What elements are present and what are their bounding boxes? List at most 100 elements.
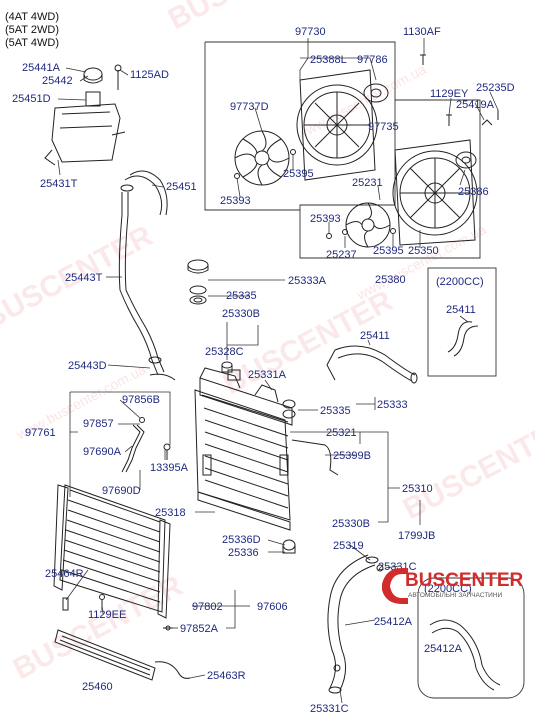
small-fan-shroud xyxy=(296,69,378,181)
receiver-drier xyxy=(54,629,191,681)
callout-25395-b: 25395 xyxy=(373,245,404,257)
fan-assembly-box xyxy=(204,41,481,259)
variant-note-4at-4wd: (4AT 4WD) xyxy=(5,11,59,23)
logo-wordmark: BUSCENTER xyxy=(405,570,524,591)
callout-25388L: 25388L xyxy=(310,54,347,66)
callout-25321: 25321 xyxy=(326,427,357,439)
fan-screws xyxy=(234,54,499,239)
callout-1130AF: 1130AF xyxy=(403,26,441,38)
radiator-side-pipe xyxy=(291,439,339,476)
callout-25330B-top: 25330B xyxy=(222,308,260,320)
leader-lines xyxy=(57,38,499,704)
overflow-hose xyxy=(118,170,176,381)
condenser-brackets xyxy=(62,594,105,611)
watermark-url-3: www.buscenter.com.ua xyxy=(353,221,489,303)
callout-25331A: 25331A xyxy=(248,369,287,381)
variant-note-5at-4wd: (5AT 4WD) xyxy=(5,37,59,49)
callout-25237: 25237 xyxy=(326,249,357,261)
callout-97737D: 97737D xyxy=(230,101,269,113)
callout-25419A: 25419A xyxy=(456,99,495,111)
upper-radiator-hose xyxy=(326,345,418,384)
callout-97606: 97606 xyxy=(257,601,288,613)
small-fan-blade xyxy=(234,130,290,186)
inset-2200cc-lower-hose xyxy=(417,577,525,699)
callout-25336: 25336 xyxy=(228,547,259,559)
callout-25350: 25350 xyxy=(408,245,439,257)
callout-25328C: 25328C xyxy=(205,346,244,358)
callout-1125AD: 1125AD xyxy=(130,69,169,81)
callout-1129EE: 1129EE xyxy=(88,609,126,621)
callout-25393-a: 25393 xyxy=(220,195,251,207)
condenser-core xyxy=(53,484,171,619)
callout-25443T: 25443T xyxy=(65,272,103,284)
callout-inset-2200cc-upper: (2200CC) xyxy=(436,276,484,288)
radiator-cap-seals xyxy=(189,285,207,305)
callout-97730: 97730 xyxy=(295,26,326,38)
inset-2200cc-upper-hose xyxy=(427,267,497,377)
callout-25399B: 25399B xyxy=(333,450,371,462)
small-fan-motor xyxy=(363,83,389,103)
large-fan-motor xyxy=(455,151,477,169)
callout-25335-b: 25335 xyxy=(320,405,351,417)
radiator-upper-tank xyxy=(199,367,279,403)
callout-97786: 97786 xyxy=(357,54,388,66)
callout-25451: 25451 xyxy=(166,181,197,193)
callout-25464R: 25464R xyxy=(45,568,84,580)
large-fan-blade xyxy=(345,202,391,248)
callout-25319: 25319 xyxy=(333,540,364,552)
lower-radiator-hose xyxy=(327,554,384,694)
callout-25386: 25386 xyxy=(458,186,489,198)
callout-inset-2200cc-lower: (2200CC) xyxy=(424,583,472,595)
callout-25318: 25318 xyxy=(155,507,186,519)
callout-1799JB: 1799JB xyxy=(398,530,435,542)
callout-25235D: 25235D xyxy=(476,82,515,94)
callout-25231: 25231 xyxy=(352,177,383,189)
callout-25412A-inset: 25412A xyxy=(424,643,463,655)
callout-97735: 97735 xyxy=(368,121,399,133)
callout-25395-a: 25395 xyxy=(283,168,314,180)
variant-note-5at-2wd: (5AT 2WD) xyxy=(5,24,59,36)
callout-97690D: 97690D xyxy=(102,485,141,497)
callout-25333A: 25333A xyxy=(288,275,327,287)
callout-25380: 25380 xyxy=(375,274,406,286)
logo-bus-icon xyxy=(382,568,408,604)
reservoir-tank xyxy=(44,64,126,166)
callout-25330B: 25330B xyxy=(332,518,370,530)
callout-97857: 97857 xyxy=(83,418,114,430)
buscenter-logo: BUSCENTER АВТОМОБІЛЬНІ ЗАПЧАСТИНИ xyxy=(382,568,524,604)
callout-97802: 97802 xyxy=(192,601,223,613)
callout-25331C: 25331C xyxy=(310,703,349,715)
drain-plug xyxy=(221,361,233,373)
watermark-right: BUSCENTER xyxy=(398,409,535,526)
condenser-pipes xyxy=(121,417,173,631)
callout-97856B: 97856B xyxy=(122,394,160,406)
logo-tagline: АВТОМОБІЛЬНІ ЗАПЧАСТИНИ xyxy=(408,592,503,599)
callout-25393-b: 25393 xyxy=(310,213,341,225)
callout-25441A: 25441A xyxy=(22,62,61,74)
callout-25411-inset: 25411 xyxy=(446,304,476,316)
callout-25463R: 25463R xyxy=(207,670,246,682)
callout-25336D: 25336D xyxy=(222,534,261,546)
radiator-mount-bushings xyxy=(282,399,296,554)
callout-25451D: 25451D xyxy=(12,93,51,105)
callout-25443D: 25443D xyxy=(68,360,107,372)
callout-25335-a: 25335 xyxy=(226,290,257,302)
callout-97852A: 97852A xyxy=(180,623,219,635)
callout-labels: 25441A 25442 25451D 1125AD 25431T 25451 … xyxy=(12,26,515,715)
callout-97690A: 97690A xyxy=(83,446,122,458)
watermark-bottom: BUSCENTER xyxy=(8,569,189,686)
callout-25411: 25411 xyxy=(360,330,390,342)
callout-25442: 25442 xyxy=(42,75,73,87)
callout-25333: 25333 xyxy=(377,399,408,411)
callout-13395A: 13395A xyxy=(150,462,189,474)
callout-25412A: 25412A xyxy=(374,616,413,628)
callout-25310: 25310 xyxy=(402,483,433,495)
radiator-cap xyxy=(187,259,209,274)
callout-97761: 97761 xyxy=(25,427,56,439)
callout-25431T: 25431T xyxy=(40,178,78,190)
callout-1129EY: 1129EY xyxy=(430,88,469,100)
callout-25460: 25460 xyxy=(82,681,113,693)
large-fan-shroud xyxy=(392,139,478,246)
radiator-core xyxy=(194,377,293,531)
